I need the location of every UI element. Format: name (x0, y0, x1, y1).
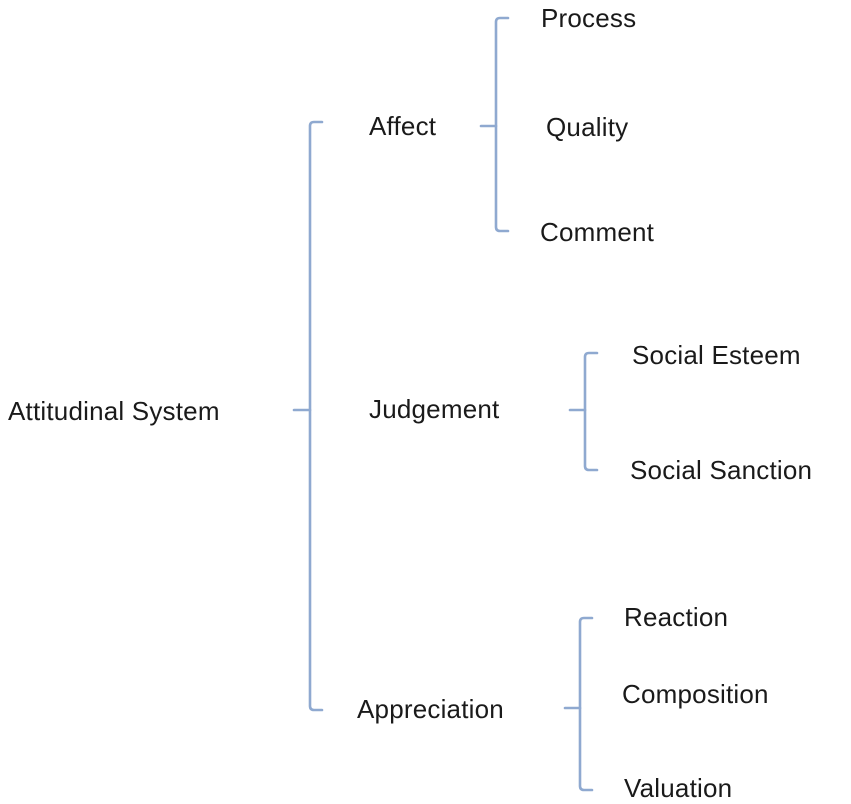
judgement-bracket-path (583, 351, 599, 472)
leaf-node-reaction: Reaction (624, 602, 729, 632)
main-bracket-path (308, 120, 324, 712)
branch-node-affect: Affect (369, 111, 437, 141)
main-bracket (292, 120, 324, 712)
leaf-node-social-sanction: Social Sanction (630, 455, 813, 485)
appreciation-bracket (563, 616, 594, 792)
leaf-node-comment: Comment (540, 217, 655, 247)
leaf-node-social-esteem: Social Esteem (632, 340, 801, 370)
leaf-node-valuation: Valuation (624, 773, 733, 803)
root-node-attitudinal-system: Attitudinal System (8, 396, 220, 426)
judgement-bracket (568, 351, 599, 472)
appreciation-bracket-path (578, 616, 594, 792)
leaf-node-composition: Composition (622, 679, 769, 709)
leaf-node-quality: Quality (546, 112, 629, 142)
leaf-node-process: Process (541, 3, 637, 33)
branch-node-appreciation: Appreciation (357, 694, 504, 724)
affect-bracket (479, 16, 510, 233)
affect-bracket-path (494, 16, 510, 233)
branch-node-judgement: Judgement (369, 394, 500, 424)
